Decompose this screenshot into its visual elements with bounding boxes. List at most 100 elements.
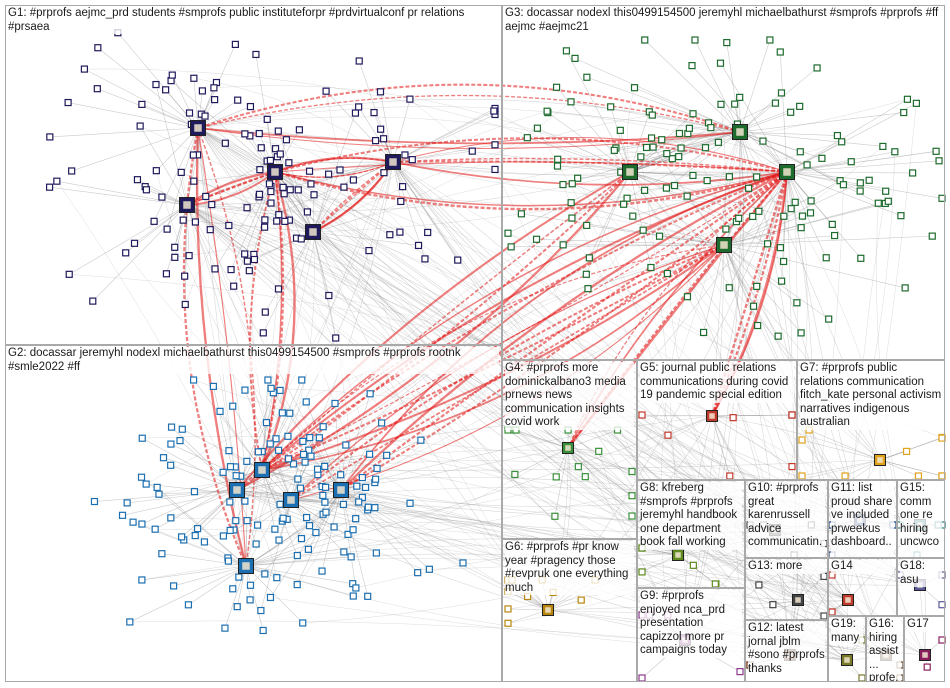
vertex: [417, 436, 425, 444]
vertex: [163, 225, 171, 233]
vertex: [932, 147, 940, 155]
edge: [188, 565, 247, 606]
edge: [686, 195, 725, 246]
vertex: [221, 139, 229, 147]
vertex: [562, 47, 571, 55]
group-label-g4: G4: #prprofs more dominickalbano3 media …: [505, 362, 634, 430]
edge: [197, 127, 211, 230]
group-box-g10: G10: #prprofs great karenrussell advice …: [745, 480, 828, 558]
vertex: [584, 285, 592, 293]
edge: [183, 219, 314, 233]
edge: [634, 87, 741, 133]
edge: [305, 401, 342, 491]
vertex: [243, 257, 252, 265]
vertex: [397, 197, 405, 206]
vertex: [233, 603, 241, 611]
vertex: [581, 473, 589, 481]
edge: [214, 171, 276, 270]
vertex: [714, 138, 722, 146]
vertex: [286, 186, 294, 194]
hub-vertex-image: [565, 445, 571, 451]
vertex: [344, 530, 352, 538]
vertex: [383, 451, 391, 459]
vertex: [903, 95, 912, 103]
hub-vertex-image: [736, 128, 744, 136]
edge: [739, 131, 883, 147]
vertex: [185, 251, 193, 260]
vertex: [126, 618, 134, 626]
vertex: [401, 151, 409, 159]
vertex: [321, 498, 329, 506]
vertex: [169, 582, 178, 590]
edge: [263, 231, 314, 333]
edge: [514, 447, 569, 475]
edge: [185, 171, 276, 305]
hub-vertex-image: [709, 413, 715, 419]
vertex: [582, 270, 590, 278]
edge: [312, 110, 548, 233]
edge: [646, 131, 741, 148]
edge: [245, 489, 342, 567]
group-label-g15: G15: comm one re hiring uncwco...: [900, 482, 942, 557]
edge: [245, 565, 353, 584]
edge: [265, 231, 314, 313]
hub-vertex-image: [233, 486, 241, 494]
group-box-g16: G16: hiring assist... profe...: [866, 616, 904, 682]
vertex: [736, 668, 744, 676]
vertex: [307, 180, 315, 188]
vertex: [325, 291, 333, 300]
edge: [117, 32, 199, 129]
edge: [197, 94, 741, 133]
vertex: [753, 173, 761, 181]
edge: [708, 122, 788, 173]
edge: [879, 459, 943, 477]
edge: [290, 499, 921, 534]
vertex: [256, 166, 264, 174]
vertex: [833, 131, 842, 140]
group-box-g4: G4: #prprofs more dominickalbano3 media …: [502, 360, 637, 539]
vertex: [232, 472, 240, 480]
edge: [290, 499, 344, 505]
edge: [197, 127, 776, 531]
vertex: [138, 520, 146, 528]
vertex: [352, 584, 360, 592]
edge: [290, 482, 375, 501]
vertex: [200, 538, 209, 546]
vertex: [753, 282, 761, 290]
vertex: [322, 87, 330, 95]
edge: [297, 489, 342, 585]
edge: [723, 227, 802, 246]
edge: [193, 154, 549, 611]
vertex: [64, 98, 72, 107]
edge: [340, 393, 371, 491]
edge: [567, 429, 618, 449]
vertex: [68, 167, 76, 175]
vertex: [46, 133, 54, 141]
vertex: [129, 518, 137, 526]
vertex: [353, 482, 361, 490]
edge: [197, 127, 265, 228]
edge: [197, 127, 937, 177]
vertex: [155, 490, 163, 498]
vertex: [647, 134, 656, 142]
edge: [170, 80, 276, 173]
vertex: [897, 212, 905, 220]
vertex: [153, 483, 161, 491]
vertex: [167, 440, 175, 448]
edge: [554, 447, 569, 517]
hub-vertex-image: [337, 486, 345, 494]
vertex: [523, 134, 531, 142]
edge: [259, 194, 926, 656]
edge: [667, 415, 713, 436]
edge: [358, 106, 394, 163]
vertex: [568, 180, 576, 188]
vertex: [90, 497, 99, 506]
edge: [340, 459, 881, 507]
group-box-g3: G3: docassar nodexl this0499154500 jerem…: [502, 5, 945, 360]
edge: [723, 215, 803, 246]
edge: [84, 68, 631, 173]
vertex: [336, 166, 344, 174]
vertex: [366, 450, 374, 458]
vertex: [162, 86, 170, 94]
edge: [312, 231, 679, 556]
